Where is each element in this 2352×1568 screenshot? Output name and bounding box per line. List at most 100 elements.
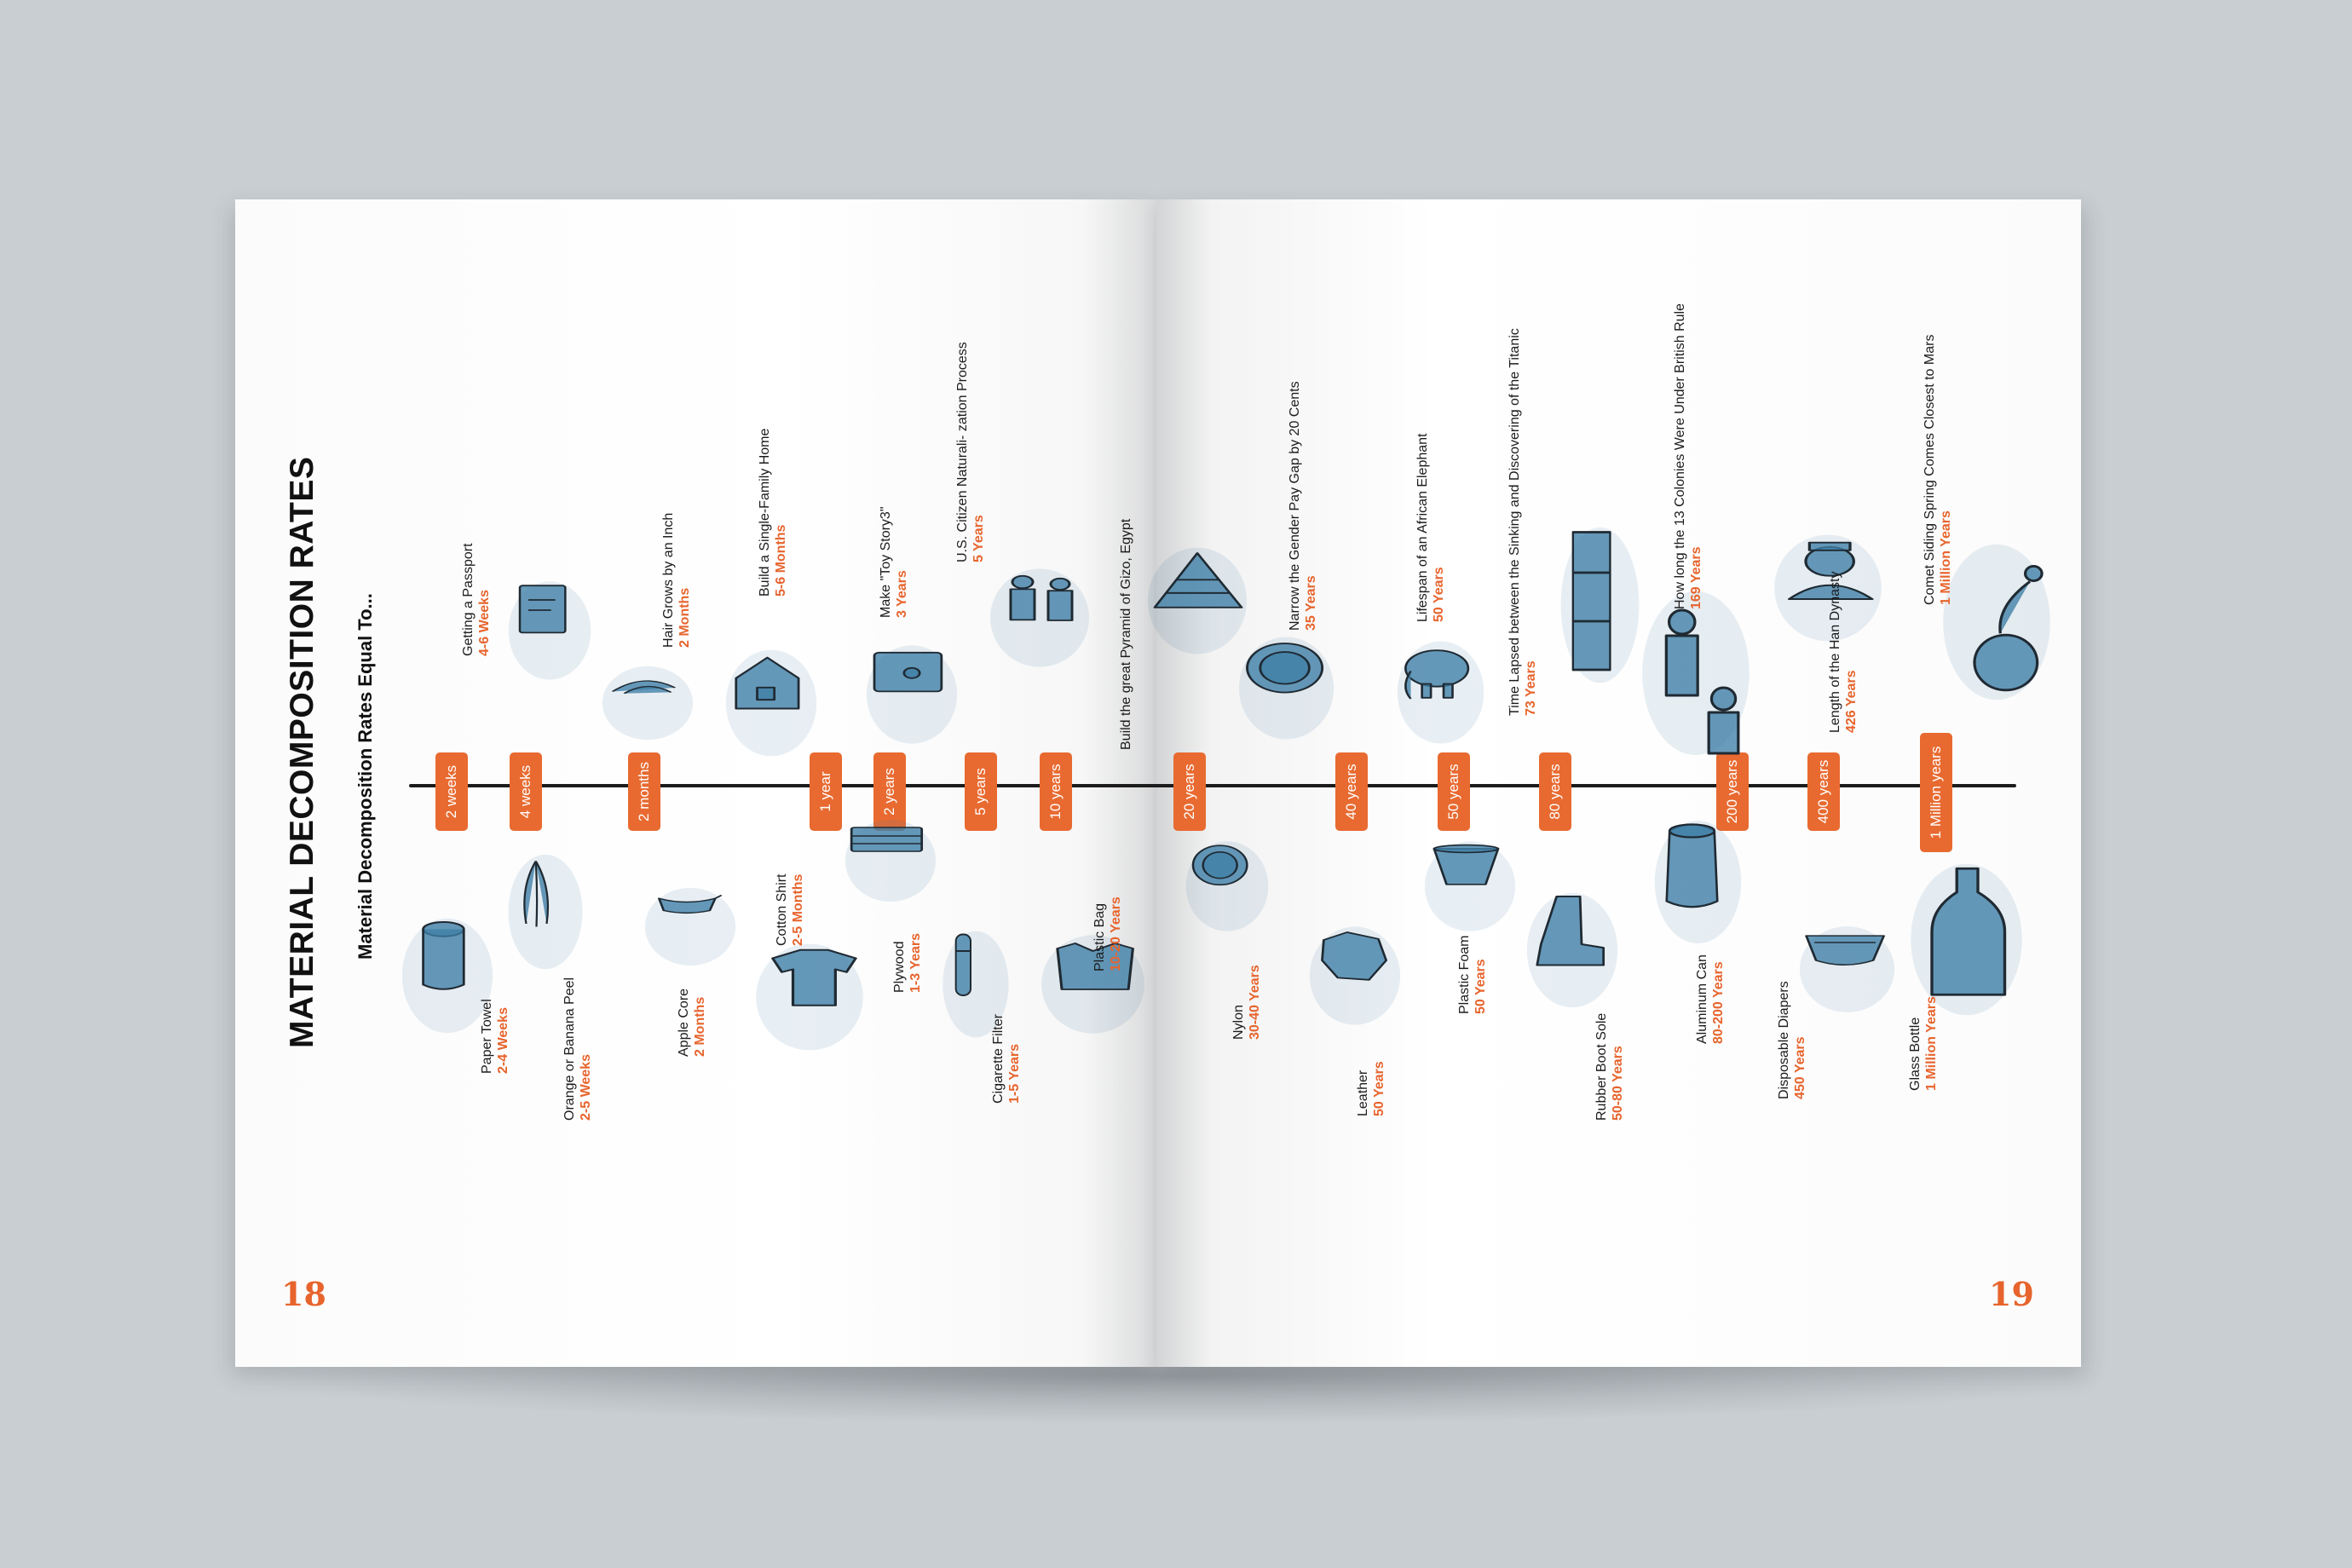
plywood-icon [844,818,937,903]
label-name: Rubber Boot Sole [1594,1012,1609,1121]
tick-label: 2 months [636,762,652,821]
label-value: 73 Years [1524,660,1538,716]
label-value: 50 Years [1372,1061,1386,1116]
banana-peel-icon [507,852,584,971]
label-value: 450 Years [1793,1036,1807,1099]
label-name: Comet Siding Spring Comes Closest to Mar… [1923,334,1937,605]
label-name: Hair Grows by an Inch [661,512,676,648]
boot-icon [1525,891,1619,1010]
tick-3: 1 year [810,752,842,831]
passport-icon [507,579,592,682]
tick-label: 50 years [1445,764,1461,820]
bottle-icon [1909,861,2024,1018]
label-value: 50-80 Years [1611,1046,1625,1121]
tick-label: 80 years [1547,764,1563,820]
page-title: MATERIAL DECOMPOSITION RATES [284,456,320,1048]
label-name: Build a Single-Family Home [758,428,772,597]
diaper-icon [1798,925,1896,1014]
label-name: Lifespan of an African Elephant [1415,433,1430,623]
label-value: 169 Years [1689,546,1703,609]
tick-label: 1 Million years [1928,746,1944,839]
above-label-11: Comet Siding Spring Comes Closest to Mar… [1922,335,1954,605]
label-name: Getting a Passport [461,543,476,656]
label-name: Apple Core [677,988,691,1057]
titanic-icon [1559,524,1640,686]
house-icon [724,648,818,758]
left-page [235,199,1156,1367]
label-value: 30-40 Years [1248,965,1262,1040]
above-label-8: Time Lapsed between the Sinking and Disc… [1507,328,1539,716]
tick-10: 80 years [1539,752,1571,831]
label-value: 2 Months [677,587,692,648]
label-value: 1 Million Years [1939,510,1953,605]
label-name: Orange or Banana Peel [562,977,577,1121]
label-name: How long the 13 Colonies Were Under Brit… [1673,303,1687,609]
label-value: 4-6 Weeks [477,590,492,656]
emperor-icon [1773,533,1883,643]
above-label-3: Make "Toy Story3"3 Years [878,506,910,618]
label-value: 80-200 Years [1711,961,1726,1044]
page-number-left: 18 [281,1275,326,1313]
label-value: 426 Years [1844,670,1859,733]
tick-label: 4 weeks [517,764,533,819]
label-name: U.S. Citizen Naturali- zation Process [955,342,970,562]
label-name: Make "Toy Story3" [879,506,893,618]
foam-cup-icon [1423,839,1517,933]
label-name: Length of the Han Dynasty [1828,571,1842,733]
label-name: Leather [1356,1069,1370,1116]
tick-label: 200 years [1724,759,1740,824]
label-value: 5 Years [971,515,986,562]
tick-2: 2 months [628,752,660,831]
page-subtitle: Material Decomposition Rates Equal To... [355,593,376,960]
cigarette-icon [942,929,1010,1040]
tick-12: 400 years [1807,752,1840,831]
apple-core-icon [643,886,737,967]
above-label-5: Build the great Pyramid of Gizo, Egypt [1118,519,1134,750]
timeline-axis [409,784,2016,787]
label-value: 2-5 Weeks [579,1054,593,1121]
citizens-icon [989,567,1091,669]
tick-11: 200 years [1716,752,1749,831]
tick-13: 1 Million years [1920,733,1952,852]
label-name: Plastic Foam [1457,935,1472,1014]
label-name: Aluminum Can [1695,954,1709,1044]
hair-icon [601,665,695,741]
label-value: 3 Years [895,570,909,618]
label-name: Cigarette Filter [991,1014,1006,1104]
tick-0: 2 weeks [435,752,468,831]
label-value: 50 Years [1473,959,1488,1014]
tick-label: 20 years [1181,764,1197,820]
label-name: Narrow the Gender Pay Gap by 20 Cents [1288,381,1302,631]
label-value: 2 Months [693,996,707,1057]
tick-label: 40 years [1343,764,1359,820]
label-name: Cotton Shirt [775,873,789,946]
tick-label: 400 years [1815,759,1831,824]
pyramid-icon [1146,545,1248,656]
can-icon [1653,818,1743,946]
page-number-right: 19 [1989,1275,2034,1313]
paper-towel-icon [401,916,494,1035]
leather-icon [1308,925,1402,1027]
comet-icon [1941,541,2052,703]
label-name: Paper Towel [480,999,494,1074]
label-name: Time Lapsed between the Sinking and Disc… [1507,328,1522,716]
label-value: 50 Years [1432,567,1446,622]
label-value: 10-20 Years [1109,896,1123,971]
film-screen-icon [865,643,959,746]
label-value: 35 Years [1304,575,1318,631]
tick-label: 5 years [972,768,989,816]
